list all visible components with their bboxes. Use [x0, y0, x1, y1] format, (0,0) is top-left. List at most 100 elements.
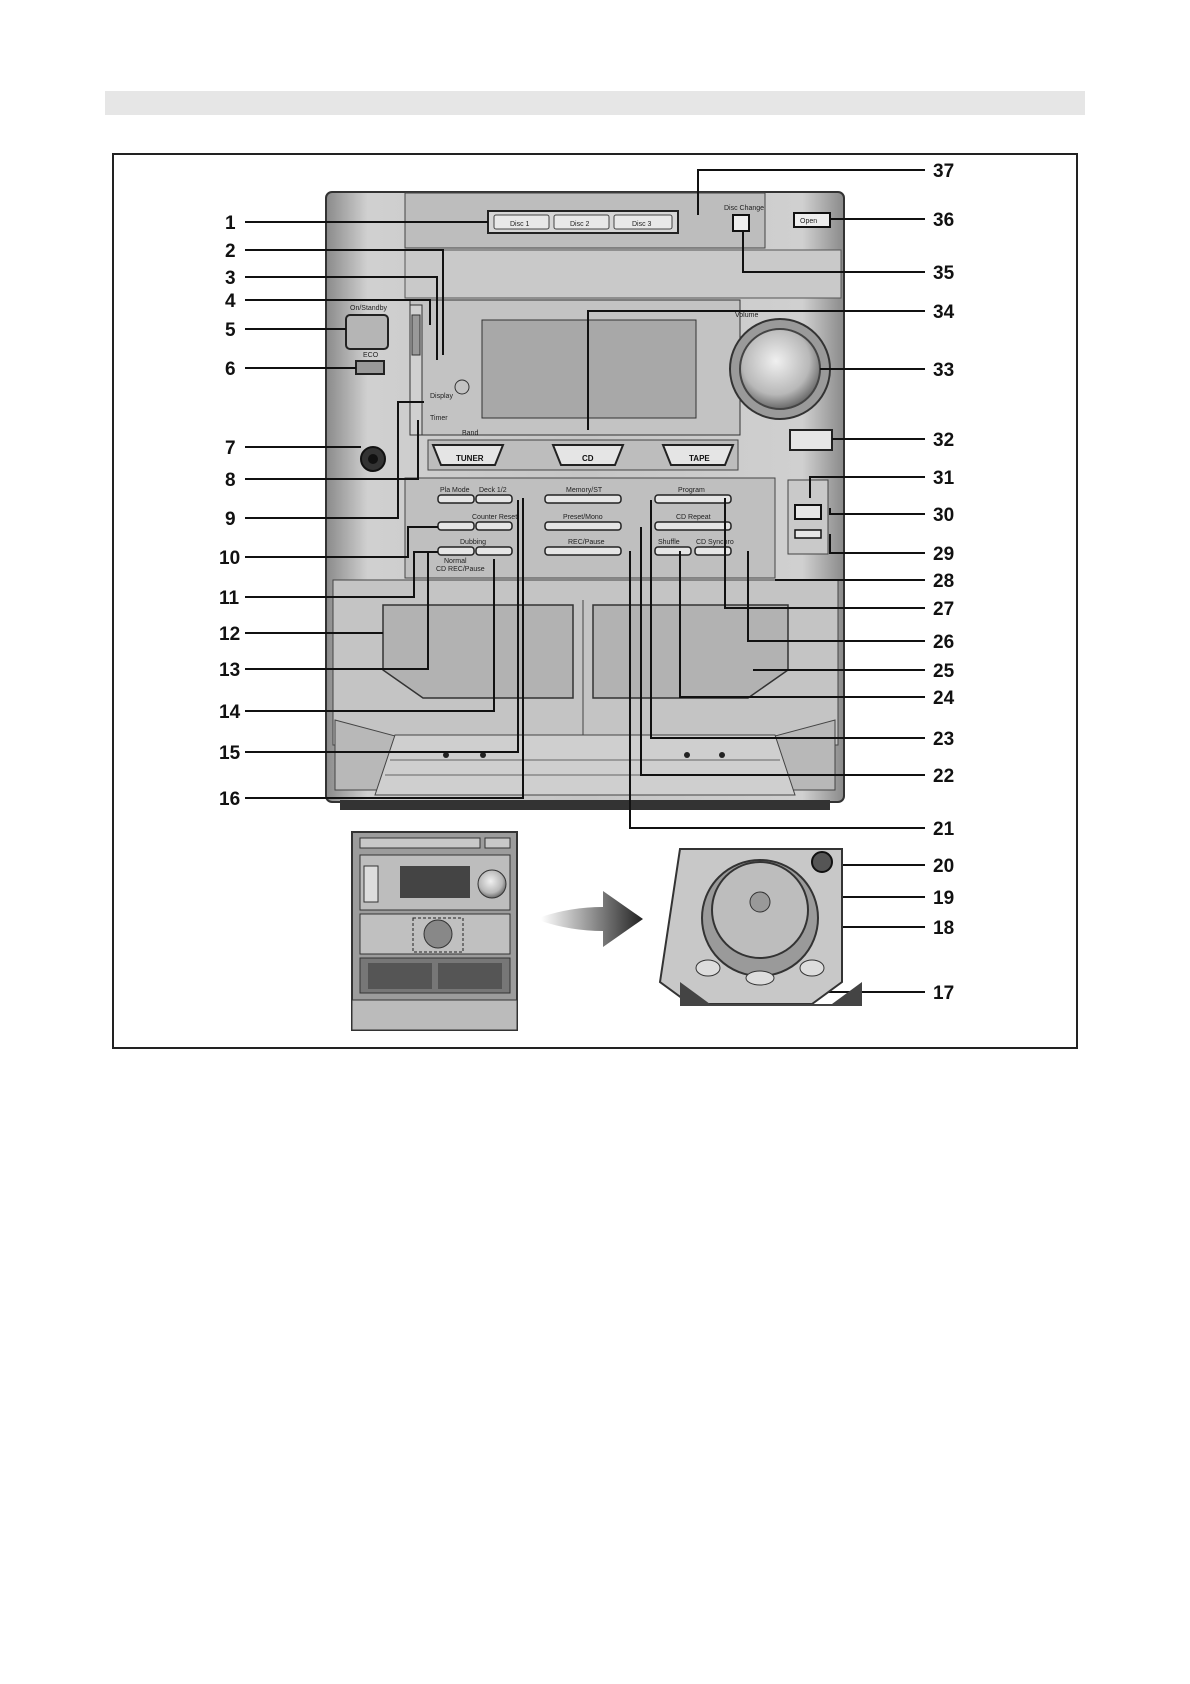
- zoom-arrow-icon: [541, 891, 643, 947]
- preset-mono-button[interactable]: [544, 521, 622, 531]
- open-close-label: Open: [800, 218, 817, 225]
- callout-10: 10: [219, 548, 240, 569]
- callout-13: 13: [219, 660, 240, 681]
- callout-19: 19: [933, 888, 954, 909]
- normal-hi-label: Normal: [444, 558, 467, 565]
- cd-label: CD: [582, 454, 594, 463]
- disc3-label: Disc 3: [632, 221, 652, 228]
- stop-button[interactable]: [745, 970, 775, 986]
- skip-back-button[interactable]: [695, 959, 721, 977]
- jog-dial-closeup: [658, 848, 862, 1006]
- rec-pause-button[interactable]: [544, 546, 622, 556]
- callout-1: 1: [225, 213, 236, 234]
- tape-rewind-button[interactable]: [437, 521, 475, 531]
- cd-button[interactable]: [551, 444, 625, 466]
- normal-hi-sublabel: CD REC/Pause: [436, 566, 485, 573]
- callout-3: 3: [225, 268, 236, 289]
- tape-button[interactable]: [661, 444, 735, 466]
- callout-4: 4: [225, 291, 236, 312]
- preset-mono-label: Preset/Mono: [563, 514, 603, 521]
- disc-change-label: Disc Change: [724, 205, 764, 212]
- callout-25: 25: [933, 661, 955, 682]
- callout-17: 17: [933, 983, 954, 1004]
- callout-23: 23: [933, 729, 954, 750]
- control-buttons: [437, 494, 732, 556]
- callout-14: 14: [219, 702, 241, 723]
- callout-9: 9: [225, 509, 236, 530]
- cd-repeat-button[interactable]: [654, 521, 732, 531]
- callout-15: 15: [219, 743, 241, 764]
- callout-numbers-left: 1 2 3 4 5 6 7 8 9 10 11 12 13 14 15 16: [219, 213, 241, 810]
- tape-label: TAPE: [689, 454, 710, 463]
- shuffle-label: Shuffle: [658, 539, 680, 546]
- program-label: Program: [678, 487, 705, 494]
- callout-33: 33: [933, 360, 954, 381]
- callout-lines-left: [245, 221, 524, 799]
- tape-deck-a[interactable]: [382, 604, 574, 699]
- callout-6: 6: [225, 359, 236, 380]
- tape-deck-b[interactable]: [592, 604, 789, 699]
- play-mode-label: Pla Mode: [440, 487, 470, 494]
- play-mode-button[interactable]: [437, 494, 475, 504]
- cd-repeat-label: CD Repeat: [676, 514, 711, 521]
- on-standby-button[interactable]: [345, 314, 389, 350]
- tuner-label: TUNER: [456, 454, 484, 463]
- deck-label: Deck 1/2: [479, 487, 507, 494]
- main-unit: Disc 1 Disc 2 Disc 3 Disc Change Open On…: [325, 191, 845, 810]
- dial-button[interactable]: [811, 851, 833, 873]
- callout-22: 22: [933, 766, 954, 787]
- figure-frame: [112, 153, 1078, 1049]
- callout-16: 16: [219, 789, 240, 810]
- callout-34: 34: [933, 302, 955, 323]
- dubbing-button[interactable]: [475, 546, 513, 556]
- callout-21: 21: [933, 819, 955, 840]
- counter-reset-button[interactable]: [475, 521, 513, 531]
- callout-18: 18: [933, 918, 954, 939]
- skip-forward-button[interactable]: [799, 959, 825, 977]
- eco-label: ECO: [363, 352, 379, 359]
- tuner-button[interactable]: [431, 444, 505, 466]
- callout-32: 32: [933, 430, 954, 451]
- callout-24: 24: [933, 688, 955, 709]
- callout-35: 35: [933, 263, 955, 284]
- callout-29: 29: [933, 544, 954, 565]
- header-band: [105, 91, 1085, 115]
- callout-5: 5: [225, 320, 236, 341]
- callout-lines-right: [587, 169, 925, 993]
- deck-button[interactable]: [475, 494, 513, 504]
- callout-11: 11: [219, 588, 240, 609]
- volume-knob[interactable]: [739, 328, 821, 410]
- disc1-label: Disc 1: [510, 221, 530, 228]
- callout-8: 8: [225, 470, 236, 491]
- callout-20: 20: [933, 856, 954, 877]
- band-label: Band: [462, 430, 478, 437]
- callout-30: 30: [933, 505, 954, 526]
- cd-synchro-label: CD Synchro: [696, 539, 734, 546]
- memory-label: Memory/ST: [566, 487, 603, 494]
- normal-hi-button[interactable]: [437, 546, 475, 556]
- shuffle-button[interactable]: [654, 546, 692, 556]
- program-button[interactable]: [654, 494, 732, 504]
- counter-reset-label: Counter Reset: [472, 514, 517, 521]
- unit-overview-thumbnail: [351, 831, 518, 1031]
- callout-2: 2: [225, 241, 236, 262]
- dubbing-label: Dubbing: [460, 539, 486, 546]
- on-standby-label: On/Standby: [350, 305, 387, 312]
- callout-28: 28: [933, 571, 954, 592]
- callout-numbers-right: 37 36 35 34 33 32 31 30 29 28 27 26 25 2…: [933, 161, 955, 1004]
- eco-button[interactable]: [355, 360, 385, 375]
- callout-36: 36: [933, 210, 954, 231]
- callout-37: 37: [933, 161, 954, 182]
- display-label: Display: [430, 393, 453, 400]
- disc-change-button[interactable]: [732, 214, 750, 232]
- callout-27: 27: [933, 599, 954, 620]
- memory-button[interactable]: [544, 494, 622, 504]
- callout-31: 31: [933, 468, 955, 489]
- cd-synchro-button[interactable]: [694, 546, 732, 556]
- disc2-label: Disc 2: [570, 221, 590, 228]
- timer-label: Timer: [430, 415, 448, 422]
- callout-26: 26: [933, 632, 954, 653]
- callout-7: 7: [225, 438, 236, 459]
- volume-label: Volume: [735, 312, 758, 319]
